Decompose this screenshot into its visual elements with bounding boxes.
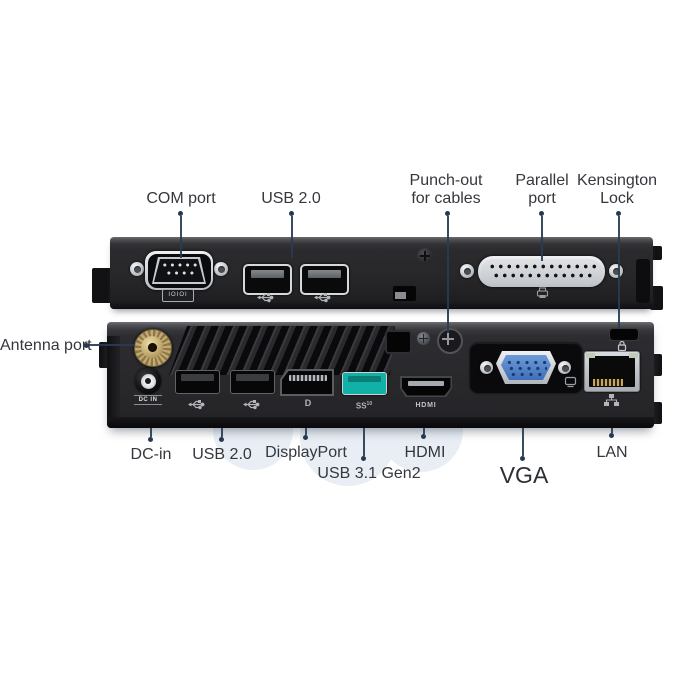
bracket-tab-right-bottom-2 (651, 402, 662, 424)
usb20-port-top-1 (243, 264, 292, 295)
com-port-leader-line (180, 216, 182, 258)
bracket-tab-right-top-2 (650, 286, 663, 310)
parallel-pins-row (488, 264, 598, 269)
left-edge-shadow (107, 336, 120, 424)
displayport-dot (303, 435, 308, 440)
lan-dot (609, 433, 614, 438)
label-displayport: DisplayPort (265, 444, 347, 461)
parallel-port-dot (539, 211, 544, 216)
displayport-leader-line (305, 428, 307, 435)
hdmi-dot (421, 434, 426, 439)
lan-leader-line (611, 428, 613, 433)
com-pins-row (165, 271, 196, 275)
usb20-bottom-leader-line (221, 428, 223, 437)
usb-trident-icon (188, 400, 205, 410)
bracket-tab-left-bottom (99, 342, 109, 368)
usb31-dot (361, 456, 366, 461)
printer-icon (536, 287, 549, 298)
com-port-screw-left (130, 262, 144, 276)
vga-pin-row (505, 360, 548, 365)
vent-grille (169, 326, 395, 375)
label-antenna-port: Antenna port (0, 337, 92, 354)
bracket-tab-right-top-1 (650, 246, 662, 260)
punch-out-knockout (437, 328, 463, 354)
top-unit-rear-panel: IOIOI (110, 237, 653, 309)
vga-dot (520, 456, 525, 461)
com-port-screw-right (214, 262, 228, 276)
antenna-leader-line (89, 344, 135, 346)
vent-slot (393, 286, 416, 301)
kensington-slot-top-unit (636, 259, 650, 303)
bottom-unit-rear-panel: DC IN (107, 322, 654, 428)
label-parallel-port: Parallel port (515, 172, 569, 207)
lan-led-left (586, 353, 595, 358)
optical-out-port (385, 330, 412, 354)
usb-trident-icon (243, 400, 260, 410)
label-hdmi: HDMI (404, 444, 446, 461)
label-com-port: COM port (146, 190, 216, 207)
kensington-lock-slot (609, 328, 639, 341)
parallel-port-screw-right (609, 264, 623, 278)
displayport-connector (280, 369, 334, 396)
usb20-port-bottom-1 (175, 370, 220, 394)
bracket-tab-left-top (92, 268, 112, 303)
vga-pin-row (507, 366, 547, 371)
com-pins-row (161, 263, 199, 267)
dc-in-dot (148, 437, 153, 442)
dc-in-leader-line (150, 428, 152, 437)
vga-recess-panel (470, 343, 582, 393)
lan-network-icon (604, 394, 619, 406)
usb31-leader-line (363, 428, 365, 456)
label-usb20-bottom: USB 2.0 (192, 446, 252, 463)
kensington-leader-line (618, 216, 620, 329)
parallel-pins-row (492, 273, 594, 278)
usb20-top-dot (289, 211, 294, 216)
bracket-tab-right-bottom-1 (651, 354, 662, 376)
label-punch-out: Punch-out for cables (409, 172, 483, 207)
vga-screw-right (558, 361, 571, 374)
parallel-port-connector (478, 256, 605, 287)
usb20-top-leader-line (291, 216, 293, 258)
padlock-icon (617, 340, 627, 352)
usb-trident-icon (257, 293, 274, 303)
vga-leader-line (522, 428, 524, 456)
usb-trident-icon (314, 293, 331, 303)
parallel-port-leader-line (541, 216, 543, 261)
label-lan: LAN (596, 444, 628, 461)
vga-connector (496, 351, 556, 384)
vga-screw-left (480, 361, 493, 374)
dc-in-icon: DC IN (134, 395, 162, 405)
punch-out-leader-line (447, 216, 449, 333)
hdmi-connector (400, 376, 452, 397)
chassis-screw (417, 332, 430, 345)
usb31-ss10-icon: SS10 (355, 401, 373, 411)
lan-rj45-port (584, 351, 640, 392)
label-usb20-top: USB 2.0 (261, 190, 321, 207)
chassis-screw (417, 248, 433, 264)
serial-ioioi-icon: IOIOI (162, 289, 194, 302)
parallel-port-screw-left (460, 264, 474, 278)
lan-led-right (629, 353, 638, 358)
hdmi-leader-line (423, 428, 425, 434)
antenna-dot (84, 343, 89, 348)
displayport-icon: D (304, 398, 312, 408)
label-usb31-gen2: USB 3.1 Gen2 (317, 465, 421, 482)
kensington-dot (616, 211, 621, 216)
dc-in-jack (135, 368, 161, 394)
com-port-connector (145, 251, 213, 290)
com-port-dot (178, 211, 183, 216)
usb20-port-top-2 (300, 264, 349, 295)
punch-out-dot (445, 211, 450, 216)
label-dc-in: DC-in (130, 446, 172, 463)
monitor-icon (564, 376, 577, 388)
hdmi-port-marking: HDMI (415, 402, 437, 409)
label-vga: VGA (499, 462, 549, 488)
usb20-port-bottom-2 (230, 370, 275, 394)
label-kensington-lock: Kensington Lock (576, 172, 658, 207)
usb31-gen2-port (342, 372, 387, 395)
antenna-port-connector (134, 329, 172, 367)
usb20-bottom-dot (219, 437, 224, 442)
vga-pin-row (509, 372, 545, 377)
